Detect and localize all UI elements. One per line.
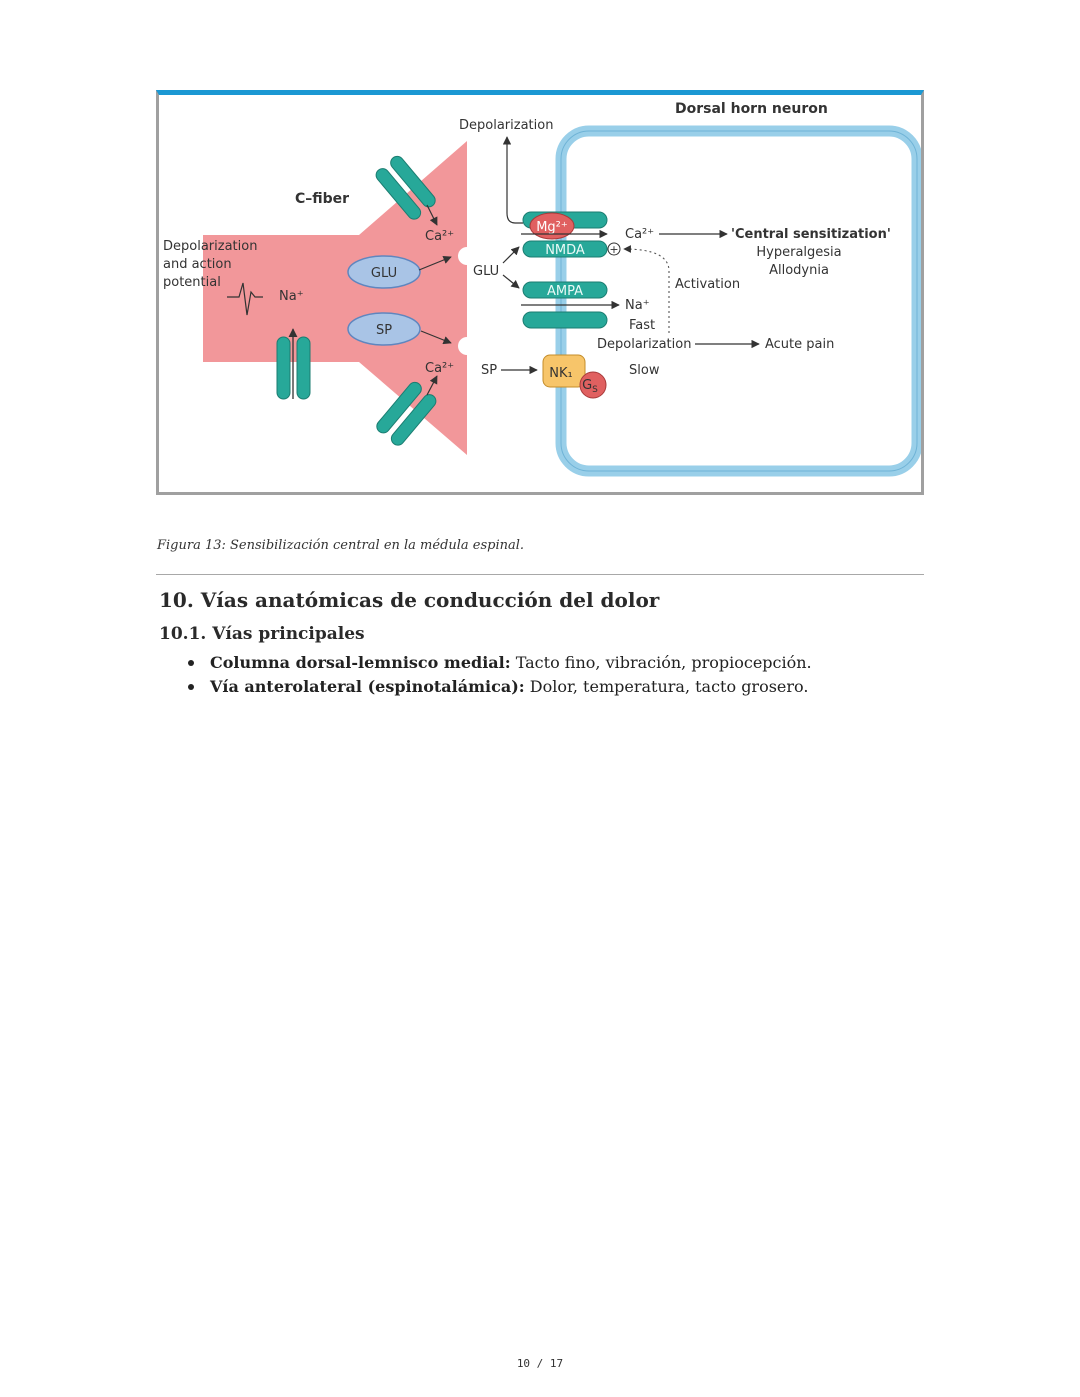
na-left-label: Na⁺: [279, 289, 304, 304]
acute-pain-label: Acute pain: [765, 337, 834, 352]
section-heading: 10. Vías anatómicas de conducción del do…: [159, 588, 660, 612]
depolarization-action-label-1: Depolarization: [163, 239, 257, 254]
central-sensitization-label: 'Central sensitization': [731, 227, 891, 242]
allodynia-label: Allodynia: [769, 263, 829, 278]
mg-ion: [529, 212, 575, 240]
dorsal-horn-membrane: [555, 125, 921, 477]
ca-channel-bottom: [376, 381, 437, 446]
depolarization-right-label: Depolarization: [597, 337, 691, 352]
svg-text:+: +: [609, 243, 618, 256]
page-number: 10 / 17: [516, 1357, 564, 1370]
ampa-receptor-lower: [522, 311, 608, 329]
section-divider: [156, 574, 924, 575]
gs-label: GS: [582, 378, 598, 395]
depolarization-action-label-3: potential: [163, 275, 221, 290]
c-fiber-label: C–fiber: [295, 191, 349, 207]
list-item: Columna dorsal-lemnisco medial: Tacto fi…: [159, 651, 812, 675]
activation-label: Activation: [675, 277, 740, 292]
action-potential-trace: [227, 282, 263, 316]
list-item-term: Vía anterolateral (espinotalámica):: [210, 677, 525, 696]
c-fiber-terminal: [203, 141, 467, 455]
depolarization-action-label-2: and action: [163, 257, 232, 272]
nk1-receptor: [542, 354, 586, 388]
glu-vesicle: [347, 255, 421, 289]
slow-label: Slow: [629, 363, 660, 378]
nmda-receptor-lower: [522, 240, 608, 258]
gs-protein: [579, 371, 607, 399]
ca-top-label: Ca²⁺: [425, 229, 454, 244]
nmda-label: NMDA: [545, 243, 585, 258]
fast-label: Fast: [629, 318, 655, 333]
ca-right-label: Ca²⁺: [625, 227, 654, 242]
dorsal-horn-neuron-label: Dorsal horn neuron: [675, 101, 828, 117]
subsection-heading: 10.1. Vías principales: [159, 624, 365, 644]
mg-label: Mg²⁺: [536, 220, 568, 235]
na-channel: [276, 328, 311, 400]
list-item: Vía anterolateral (espinotalámica): Dolo…: [159, 675, 812, 699]
hyperalgesia-label: Hyperalgesia: [756, 245, 841, 260]
central-sensitization-diagram: GLU SP C–fiber Depolarization and action…: [163, 101, 921, 477]
list-item-desc: Tacto fino, vibración, propiocepción.: [510, 653, 812, 672]
glu-vesicle-label: GLU: [371, 266, 397, 281]
positive-modulation-symbol: [607, 242, 621, 256]
list-item-term: Columna dorsal-lemnisco medial:: [210, 653, 511, 672]
na-right-label: Na⁺: [625, 298, 650, 313]
ca-bottom-label: Ca²⁺: [425, 361, 454, 376]
figure-caption: Figura 13: Sensibilización central en la…: [157, 538, 525, 553]
sp-vesicle: [347, 312, 421, 346]
list-item-desc: Dolor, temperatura, tacto grosero.: [524, 677, 809, 696]
sp-released-label: SP: [481, 363, 497, 378]
sp-vesicle-label: SP: [376, 323, 392, 338]
ampa-label: AMPA: [547, 284, 583, 299]
ca-channel-top: [375, 155, 436, 220]
depolarization-top-label: Depolarization: [459, 118, 553, 133]
ampa-receptor-upper: [522, 281, 608, 299]
glu-released-label: GLU: [473, 264, 499, 279]
figure-central-sensitization: GLU SP C–fiber Depolarization and action…: [156, 90, 924, 495]
pathway-list: Columna dorsal-lemnisco medial: Tacto fi…: [159, 651, 812, 699]
nk1-label: NK₁: [549, 366, 572, 381]
